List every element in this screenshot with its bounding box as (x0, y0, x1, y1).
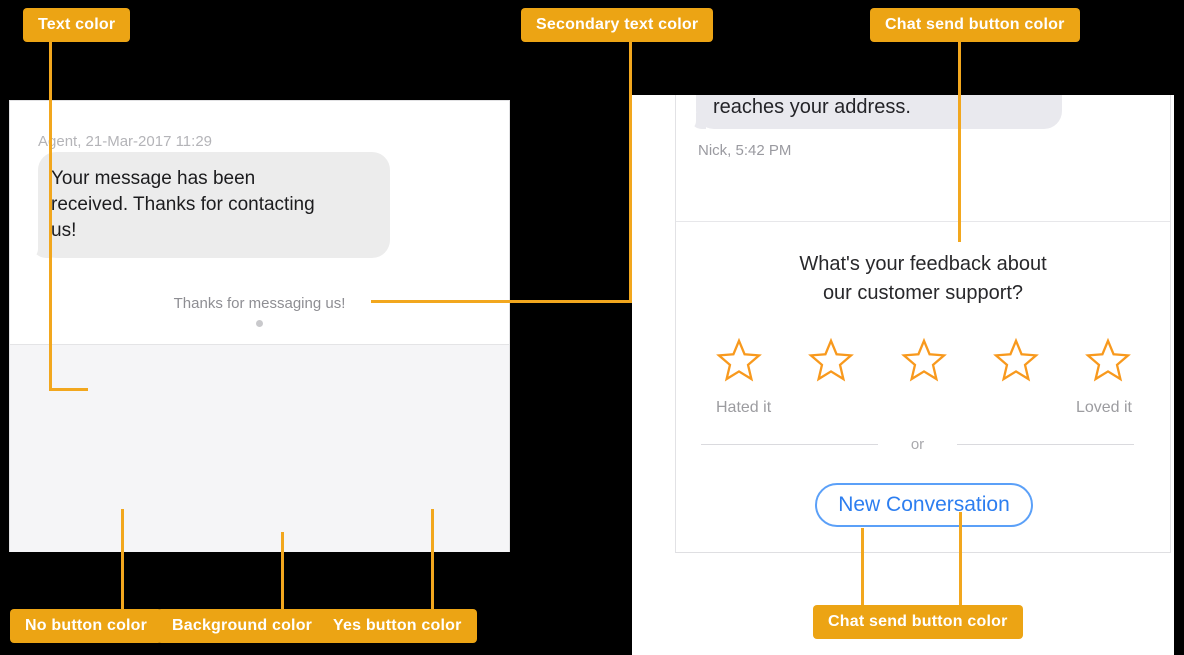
or-label: or (910, 436, 925, 453)
connector-background (281, 532, 284, 610)
connector-send-bottom-right (959, 512, 962, 606)
chat-widget-left: Agent, 21-Mar-2017 11:29 Your message ha… (9, 100, 510, 644)
divider-rule (957, 444, 1134, 445)
typing-indicator-dot (256, 320, 263, 327)
secondary-text: Thanks for messaging us! (173, 295, 346, 312)
annotation-chat-send-button-color-top: Chat send button color (870, 8, 1080, 42)
star-icon[interactable] (715, 337, 763, 383)
connector-send-bottom-left (861, 528, 864, 606)
connector-send-top (958, 42, 961, 242)
or-divider: or (701, 436, 1134, 453)
rating-min-label: Hated it (716, 399, 772, 416)
connector-yes-button (431, 509, 434, 610)
annotation-chat-send-button-color-bottom: Chat send button color (813, 605, 1023, 639)
rating-max-label: Loved it (1075, 399, 1132, 416)
star-icon[interactable] (992, 337, 1040, 383)
annotation-background-color: Background color (157, 609, 328, 643)
annotation-no-button-color: No button color (10, 609, 163, 643)
chat-widget-right: reaches your address. Nick, 5:42 PM What… (675, 95, 1171, 553)
agent-message-text: reaches your address. (713, 96, 911, 118)
annotation-text-color: Text color (23, 8, 131, 42)
message-meta: Agent, 21-Mar-2017 11:29 (38, 133, 213, 150)
message-meta: Nick, 5:42 PM (698, 142, 792, 159)
agent-message-bubble-cropped: reaches your address. (687, 95, 1062, 130)
new-conversation-button[interactable]: New Conversation (815, 483, 1033, 527)
divider-rule (701, 444, 878, 445)
connector-text-color-horizontal (49, 388, 88, 391)
star-rating (715, 337, 1132, 383)
connector-secondary-vertical (629, 42, 632, 303)
star-icon[interactable] (1084, 337, 1132, 383)
connector-text-color-vertical (49, 42, 52, 391)
section-divider (676, 221, 1170, 222)
star-icon[interactable] (900, 337, 948, 383)
annotation-secondary-text-color: Secondary text color (521, 8, 714, 42)
connector-secondary-horizontal (371, 300, 632, 303)
star-icon[interactable] (807, 337, 855, 383)
connector-no-button (121, 509, 124, 610)
annotation-yes-button-color: Yes button color (318, 609, 477, 643)
resolution-prompt-section: Did we answer all your questions? No YES… (10, 345, 509, 644)
section-divider (10, 344, 509, 345)
